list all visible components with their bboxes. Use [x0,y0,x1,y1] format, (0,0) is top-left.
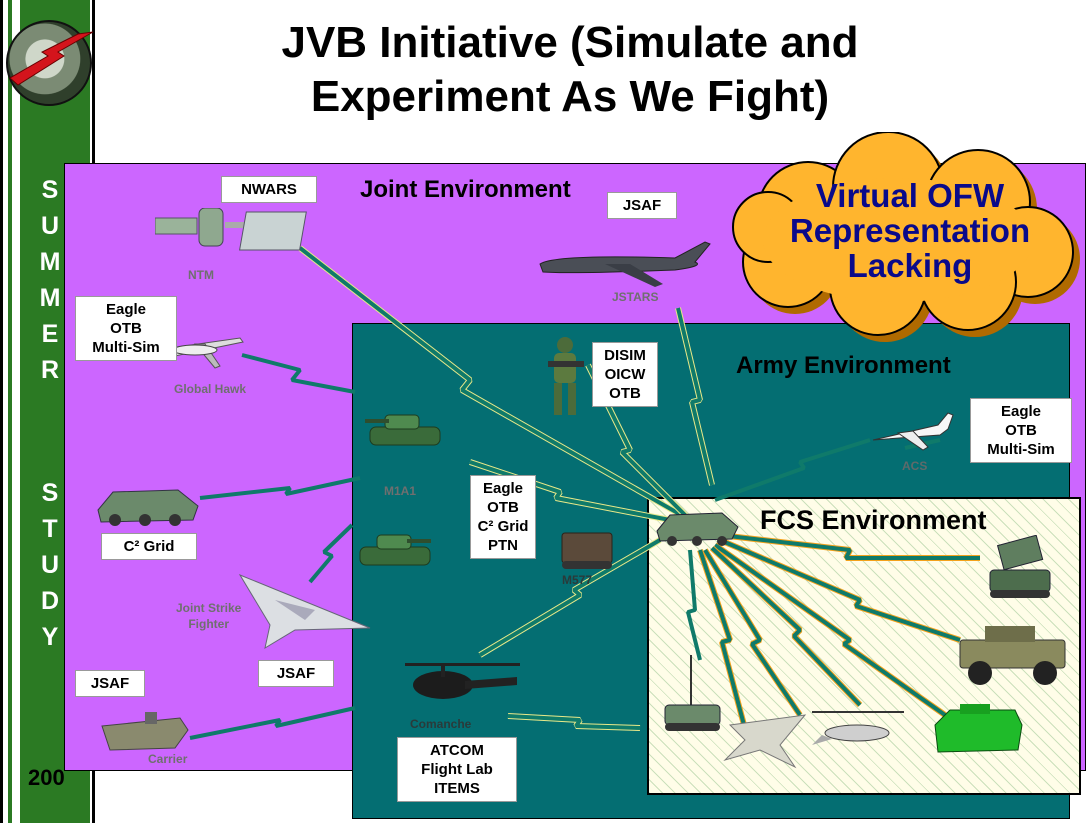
acs-caption: ACS [902,459,928,473]
sidebar-letter: Y [41,623,59,651]
jsaf-fighter-label: JSAF [258,660,334,687]
callout-line-2: Representation [789,212,1031,249]
jsf-caption-line-2: Fighter [188,617,230,631]
label-line: Flight Lab [421,761,493,778]
fcs-hub-vehicle-icon [656,512,739,546]
warning-cloud-icon [732,132,1080,342]
fcs-environment-title: FCS Environment [760,505,987,535]
disim-oicw-otb-label: DISIM OICW OTB [592,342,658,407]
sidebar-letter: D [40,587,60,615]
atcom-flightlab-items-label: ATCOM Flight Lab ITEMS [397,737,517,802]
aircraft-carrier-icon [101,712,189,751]
label-line: OTB [1005,422,1037,439]
fcs-utility-vehicle-icon [959,626,1066,685]
ntm-satellite-icon [155,208,307,251]
eagle-otb-c2grid-ptn-label: Eagle OTB C² Grid PTN [470,475,536,559]
sidebar-letter: M [39,284,61,312]
tank-icon [359,534,431,566]
acs-aircraft-icon [872,412,954,451]
label-line: ATCOM [430,742,484,759]
carrier-caption: Carrier [148,752,188,766]
jstars-caption: JSTARS [612,290,659,304]
ntm-caption: NTM [188,268,214,282]
page-title: JVB Initiative (Simulate and Experiment … [160,16,980,124]
comanche-caption: Comanche [410,717,472,731]
fcs-launcher-vehicle-icon [989,535,1051,598]
label-line: DISIM [604,347,646,364]
comanche-helicopter-icon [405,663,520,699]
sidebar-letter: S [41,176,59,204]
fcs-sensor-vehicle-icon [664,655,721,731]
eagle-otb-multisim-right-label: Eagle OTB Multi-Sim [970,398,1072,463]
label-line: OTB [487,499,519,516]
label-line: OICW [604,366,646,383]
label-line: C² Grid [477,518,529,535]
jstars-aircraft-icon [539,241,711,287]
sidebar-letter: T [42,515,58,543]
callout-line-3: Lacking [847,247,973,284]
jsaf-jstars-label: JSAF [607,192,677,219]
global-hawk-drone-icon [169,337,244,369]
m1a1-caption: M1A1 [384,484,417,498]
jsf-caption: Joint Strike Fighter [176,600,241,632]
joint-environment-title: Joint Environment [360,176,571,203]
fcs-helicopter-icon [812,711,904,745]
callout-text: Virtual OFW Representation Lacking [760,178,1060,283]
sidebar-letter: U [40,212,60,240]
soldier-icon [548,337,584,415]
m1a1-tank-icon [365,414,441,446]
sidebar-letter: M [39,248,61,276]
nwars-label: NWARS [221,176,317,203]
callout-line-1: Virtual OFW [815,177,1005,214]
title-line-1: JVB Initiative (Simulate and [281,18,859,67]
global-hawk-caption: Global Hawk [174,382,247,396]
label-line: Eagle [105,301,147,318]
joint-strike-fighter-icon [238,573,371,650]
m577-caption: M577 [562,573,593,587]
jsaf-carrier-label: JSAF [75,670,145,697]
label-line: PTN [488,537,518,554]
label-line: ITEMS [434,780,480,797]
label-line: Eagle [1000,403,1042,420]
sidebar-letter: R [40,356,60,384]
label-line: OTB [110,320,142,337]
fcs-uav-icon [723,714,807,769]
army-environment-title: Army Environment [736,352,951,379]
fcs-green-vehicle-icon [934,704,1023,753]
title-line-2: Experiment As We Fight) [310,72,830,121]
label-line: Eagle [482,480,524,497]
label-line: Multi-Sim [92,339,160,356]
jsf-caption-line-1: Joint Strike [176,601,242,615]
sidebar-letter: E [41,320,59,348]
label-line: OTB [609,385,641,402]
sidebar-letter: U [40,551,60,579]
lightning-bolt-icon [9,31,94,86]
sidebar-letter: S [41,479,59,507]
m577-carrier-icon [561,532,613,569]
eagle-otb-multisim-left-label: Eagle OTB Multi-Sim [75,296,177,361]
sidebar-year: 200 [28,765,65,790]
label-line: Multi-Sim [987,441,1055,458]
c2-vehicle-icon [97,489,199,526]
c2-grid-label: C² Grid [101,533,197,560]
